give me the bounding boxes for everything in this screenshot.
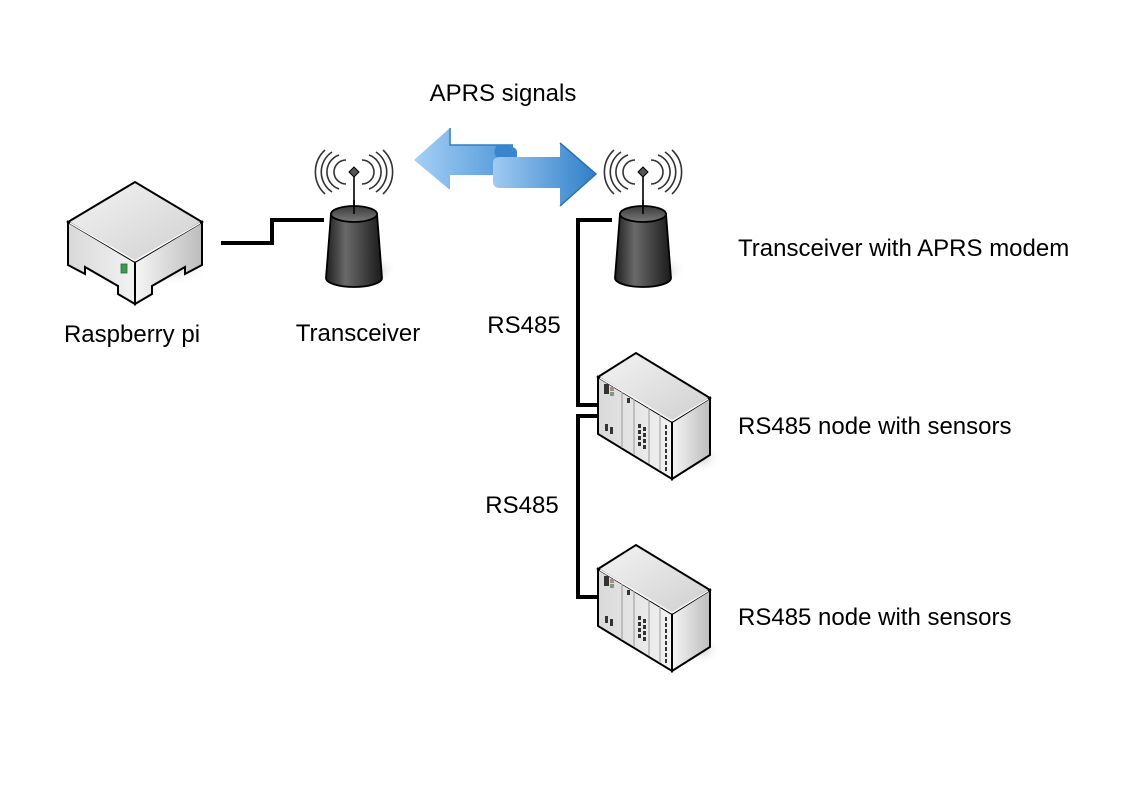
transceiver-modem-label: Transceiver with APRS modem xyxy=(738,235,1069,262)
transceiver-node[interactable]: Transceiver xyxy=(296,149,420,347)
rack-device-icon xyxy=(596,543,722,673)
rs485-label-1: RS485 xyxy=(487,312,560,339)
transceiver-modem-node[interactable]: Transceiver with APRS modem xyxy=(603,149,1069,288)
serial-link-line xyxy=(221,218,324,245)
sensor-node-1[interactable]: RS485 node with sensors xyxy=(596,351,1012,481)
sensor-node-2[interactable]: RS485 node with sensors xyxy=(596,543,1012,673)
rack-device-icon xyxy=(596,351,722,481)
status-led xyxy=(120,263,128,274)
raspberry-pi-label: Raspberry pi xyxy=(64,321,200,348)
bidirectional-arrow-icon xyxy=(414,128,598,207)
sensor-node-1-label: RS485 node with sensors xyxy=(738,413,1012,440)
antenna-tower-icon xyxy=(603,149,686,288)
rs485-bus-line-2 xyxy=(576,414,600,599)
rs485-bus-line-1 xyxy=(576,218,612,407)
raspberry-pi-node[interactable]: Raspberry pi xyxy=(64,180,210,348)
server-box-icon xyxy=(66,180,210,306)
aprs-signals-label: APRS signals xyxy=(430,80,577,107)
rs485-label-2: RS485 xyxy=(485,492,558,519)
aprs-signal-link: APRS signals xyxy=(414,80,598,207)
transceiver-label: Transceiver xyxy=(296,320,420,347)
antenna-tower-icon xyxy=(314,149,397,288)
sensor-node-2-label: RS485 node with sensors xyxy=(738,604,1012,631)
